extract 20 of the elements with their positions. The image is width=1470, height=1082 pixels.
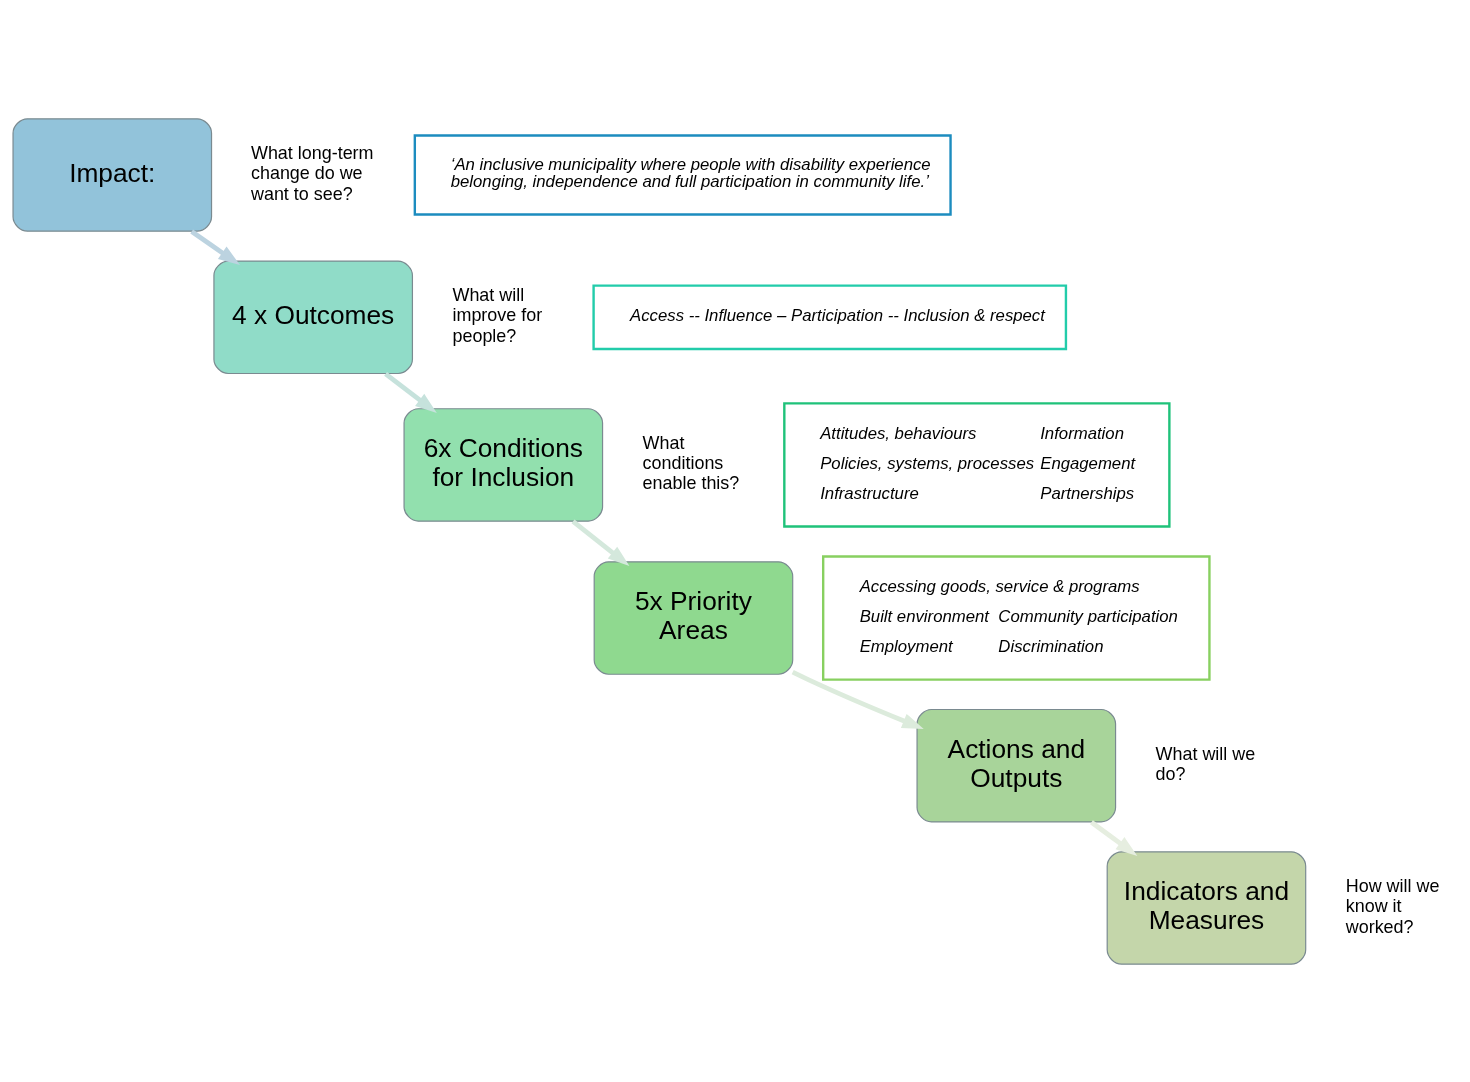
- node-label: How will we know it worked?: [1345, 875, 1440, 937]
- node-box: Indicators and Measures: [1106, 850, 1307, 965]
- node-box: 5x Priority Areas: [593, 560, 794, 675]
- node-box: 6x Conditions for Inclusion: [403, 407, 604, 522]
- node-box: Accessing goods, service & programs Built environment Community participation Employment Discrimination: [822, 554, 1211, 681]
- node-box: 4 x Outcomes: [213, 259, 414, 374]
- node-box: Attitudes, behaviours Information Policies, systems, processes Engagement Infrastructure Partnerships: [783, 401, 1171, 528]
- node-label: What conditions enable this?: [642, 432, 740, 493]
- arrow: [571, 519, 630, 566]
- arrow: [190, 229, 240, 265]
- arrow: [791, 669, 924, 729]
- node-label: What will improve for people?: [452, 284, 543, 346]
- node-box: Impact:: [12, 117, 213, 232]
- arrow: [384, 371, 437, 413]
- node-box: ‘An inclusive municipality where people with disability experience belonging, independence and full participation in community life.’: [413, 133, 952, 216]
- node-box: Actions and Outputs: [916, 708, 1117, 822]
- node-box: Access -- Influence – Participation -- Inclusion & respect: [592, 283, 1068, 350]
- arrow: [1090, 819, 1138, 856]
- node-label: What long-term change do we want to see?: [251, 142, 374, 203]
- node-label: What will we do?: [1155, 743, 1256, 784]
